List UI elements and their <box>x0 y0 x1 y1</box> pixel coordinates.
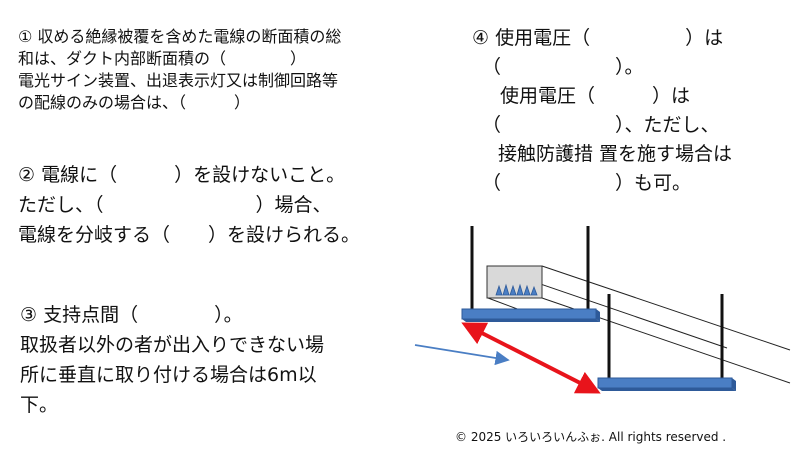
support-plate-far <box>597 377 736 391</box>
section-4-line: （ ）も可。 <box>482 172 692 194</box>
section-1-text: ① 収める絶縁被覆を含めた電線の断面積の総 和は、ダクト内部断面積の（ ） 電光… <box>18 26 341 114</box>
section-2-line: ただし、（ ）場合、 <box>18 194 332 216</box>
section-4-text: ④ 使用電圧（ ）は （ ）。 使用電圧（ ）は （ ）、ただし、 接触防護措 … <box>472 24 732 198</box>
pointer-arrow <box>414 344 510 366</box>
hanger-rods <box>470 226 724 380</box>
section-3-line: ③ 支持点間（ ）。 <box>20 304 243 326</box>
section-2-line: ② 電線に（ ）を設けないこと。 <box>18 164 346 186</box>
section-4-line: （ ）。 <box>482 56 644 78</box>
support-interval-arrow <box>461 322 601 394</box>
cable-icons <box>495 283 538 296</box>
section-2-line: 電線を分岐する（ ）を設けられる。 <box>18 224 361 246</box>
section-4-line: （ ）、ただし、 <box>482 114 720 136</box>
section-1-line: 電光サイン装置、出退表示灯又は制御回路等 <box>18 71 339 90</box>
section-3-text: ③ 支持点間（ ）。 取扱者以外の者が出入りできない場 所に垂直に取り付ける場合… <box>20 300 324 420</box>
section-4-line: 接触防護措 置を施す場合は <box>498 143 733 165</box>
section-1-line: ① 収める絶縁被覆を含めた電線の断面積の総 <box>18 27 342 46</box>
section-4-line: ④ 使用電圧（ ）は <box>472 27 724 49</box>
support-plate-near <box>461 308 600 322</box>
section-3-line: 所に垂直に取り付ける場合は6m以 <box>20 364 317 386</box>
section-3-line: 取扱者以外の者が出入りできない場 <box>20 334 325 356</box>
section-1-line: 和は、ダクト内部断面積の（ ） <box>18 49 307 68</box>
section-2-text: ② 電線に（ ）を設けないこと。 ただし、（ ）場合、 電線を分岐する（ ）を設… <box>18 160 360 250</box>
section-1-line: の配線のみの場合は、（ ） <box>18 93 251 112</box>
copyright-text: © 2025 いろいろいんふぉ. All rights reserved . <box>455 430 727 444</box>
section-4-line: 使用電圧（ ）は <box>500 85 691 107</box>
section-3-line: 下。 <box>20 394 59 416</box>
